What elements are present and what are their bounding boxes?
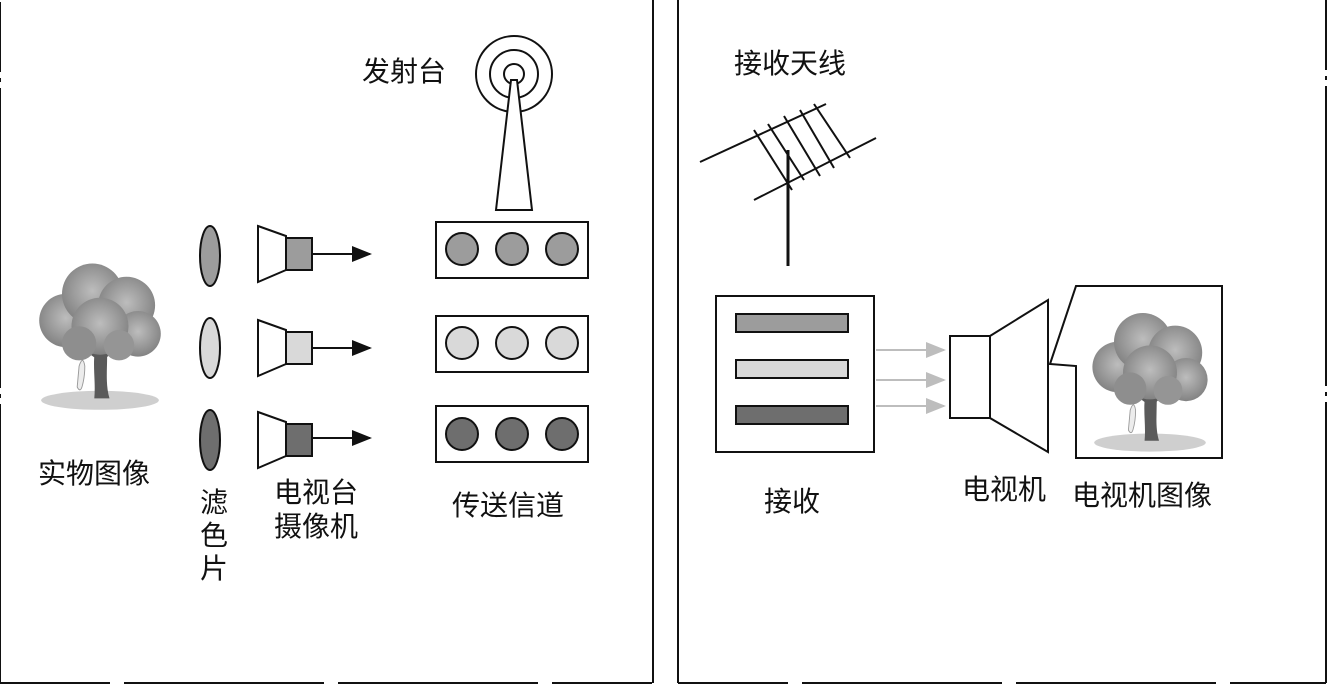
object-image-label: 实物图像 xyxy=(38,457,151,490)
channel-box-blue xyxy=(435,405,589,463)
signal-arrows xyxy=(876,342,946,414)
filter-label: 滤色片 xyxy=(199,486,228,586)
receive-antenna xyxy=(699,103,877,266)
object-tree-image xyxy=(39,264,161,410)
tower-label: 发射台 xyxy=(362,55,447,88)
antenna-label: 接收天线 xyxy=(734,47,847,80)
camera-label-line2: 摄像机 xyxy=(273,510,358,543)
receiver-box xyxy=(715,295,875,453)
channel-label: 传送信道 xyxy=(452,489,565,522)
camera-green xyxy=(257,318,372,378)
receiver-label: 接收 xyxy=(764,485,821,518)
tv-image-frame xyxy=(1048,285,1223,459)
tv-image-label: 电视机图像 xyxy=(1072,479,1213,512)
filter-green xyxy=(199,317,221,379)
tv-set-label: 电视机 xyxy=(962,473,1047,506)
camera-red xyxy=(257,224,372,284)
tv-set xyxy=(949,298,1049,454)
transmit-tower xyxy=(475,35,553,211)
filter-blue xyxy=(199,409,221,471)
camera-blue xyxy=(257,410,372,470)
camera-label-line1: 电视台 xyxy=(273,476,358,509)
channel-box-green xyxy=(435,315,589,373)
filter-red xyxy=(199,225,221,287)
channel-box-red xyxy=(435,221,589,279)
